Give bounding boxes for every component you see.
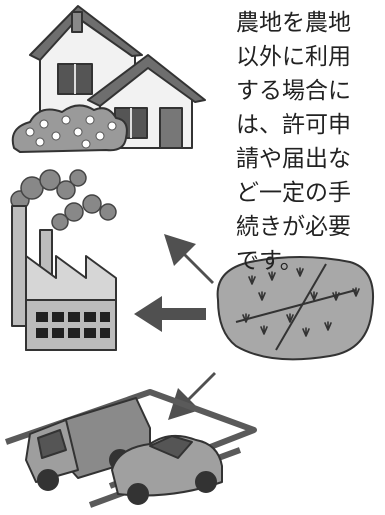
parking-lot-illustration [5, 389, 257, 508]
caption-line: ど一定の手 [236, 180, 351, 206]
arrow-to-parking-icon [168, 372, 216, 420]
caption-line: 以外に利用 [236, 44, 351, 70]
caption-line: です。 [236, 248, 303, 274]
caption-line: 続きが必要 [236, 214, 351, 240]
house-illustration [11, 5, 206, 153]
caption-text: 農地を農地 以外に利用 する場合に は、許可申 請や届出な ど一定の手 続きが必… [236, 6, 380, 278]
farmland-illustration [216, 256, 374, 361]
caption-line: は、許可申 [236, 112, 351, 138]
caption-line: 請や届出な [236, 146, 351, 172]
arrow-to-house-icon [164, 234, 214, 284]
caption-line: する場合に [236, 78, 351, 104]
caption-line: 農地を農地 [236, 10, 351, 36]
factory-illustration [10, 169, 117, 351]
arrow-to-factory-icon [134, 296, 206, 332]
